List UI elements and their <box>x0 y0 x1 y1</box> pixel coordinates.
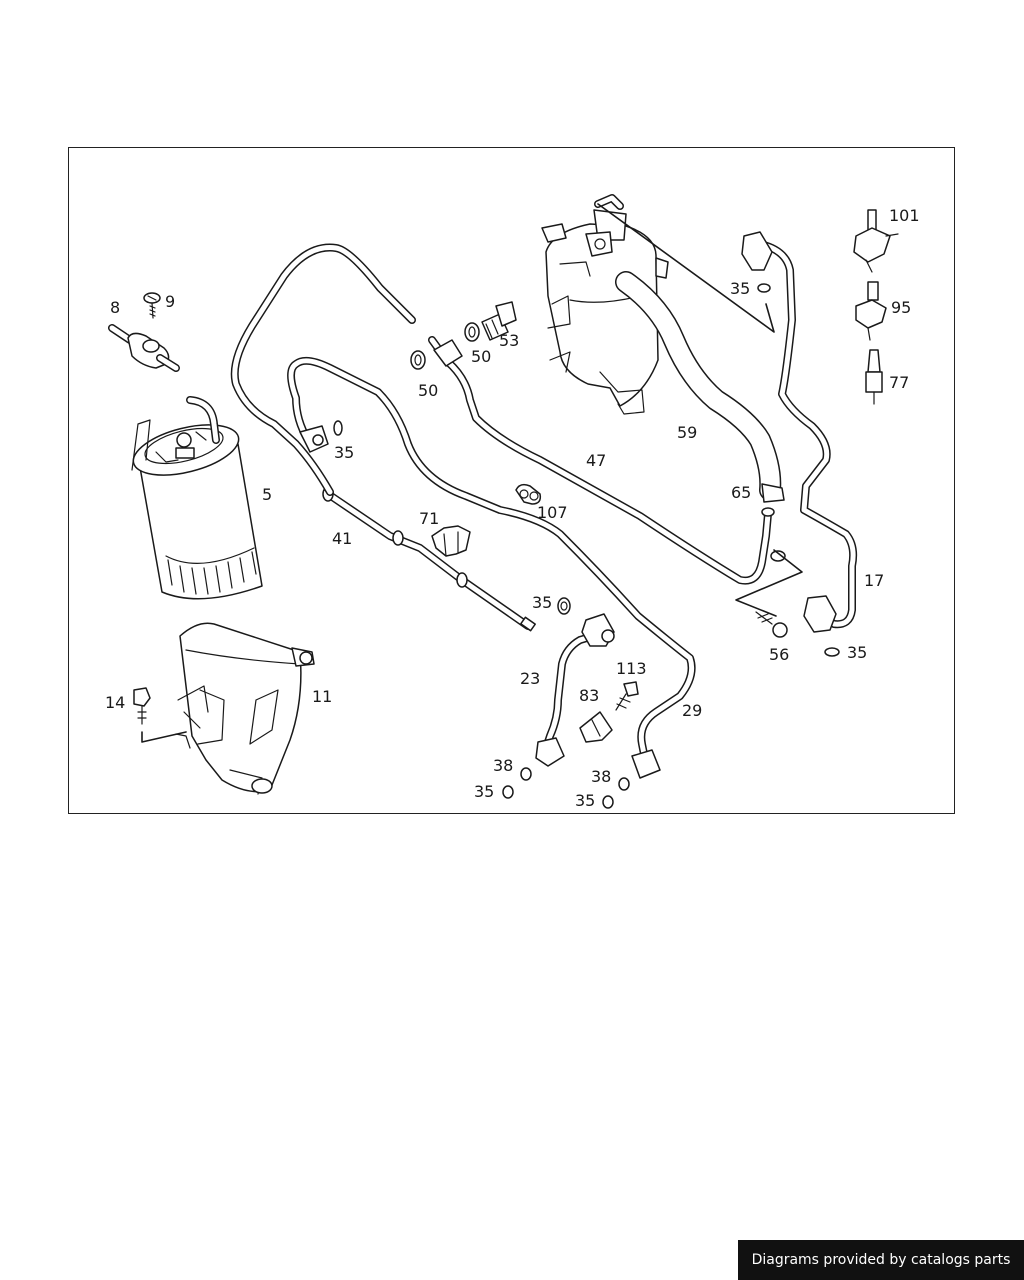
label-14: 14 <box>105 693 125 712</box>
label-35-e: 35 <box>474 782 494 801</box>
part-35-washer-c[interactable] <box>824 647 840 657</box>
label-47: 47 <box>586 451 606 470</box>
part-56-bolt[interactable] <box>755 611 788 638</box>
label-35-a: 35 <box>334 443 354 462</box>
part-53-banjo-bolt[interactable] <box>481 301 517 341</box>
part-38-washer-a[interactable] <box>520 767 532 781</box>
label-83: 83 <box>579 686 599 705</box>
part-107-clip[interactable] <box>515 483 542 505</box>
label-23: 23 <box>520 669 540 688</box>
part-35-washer-a[interactable] <box>333 420 343 436</box>
label-56: 56 <box>769 645 789 664</box>
part-47-fuel-line[interactable] <box>428 336 803 617</box>
label-50-a: 50 <box>418 381 438 400</box>
part-9-screw[interactable] <box>143 292 161 319</box>
part-14-bolt[interactable] <box>133 687 187 743</box>
callout-labels: 8 9 5 11 14 35 41 71 50 50 53 47 107 59 … <box>105 206 920 810</box>
part-5-fuel-filter[interactable] <box>128 396 263 600</box>
part-17-fuel-line[interactable] <box>741 231 858 633</box>
part-11-bracket[interactable] <box>175 622 315 795</box>
part-113-bolt[interactable] <box>615 681 639 711</box>
attribution-badge: Diagrams provided by catalogs parts <box>738 1240 1024 1280</box>
label-50-b: 50 <box>471 347 491 366</box>
label-29: 29 <box>682 701 702 720</box>
label-8: 8 <box>110 298 120 317</box>
leader-line-59 <box>597 203 775 333</box>
part-8-connector[interactable] <box>108 324 180 372</box>
part-23-fuel-line[interactable] <box>535 613 615 767</box>
label-9: 9 <box>165 292 175 311</box>
label-53: 53 <box>499 331 519 350</box>
part-83-clip[interactable] <box>579 711 613 743</box>
label-35-c: 35 <box>847 643 867 662</box>
part-50-washer-a[interactable] <box>410 350 426 370</box>
return-line-loop[interactable] <box>230 243 416 496</box>
label-77: 77 <box>889 373 909 392</box>
part-50-washer-b[interactable] <box>464 322 480 342</box>
label-95: 95 <box>891 298 911 317</box>
part-77-fitting[interactable] <box>865 349 883 405</box>
label-101: 101 <box>889 206 920 225</box>
label-71: 71 <box>419 509 439 528</box>
label-38-a: 38 <box>493 756 513 775</box>
label-35-d: 35 <box>532 593 552 612</box>
part-59-housing[interactable] <box>541 194 669 415</box>
label-11: 11 <box>312 687 332 706</box>
part-35-washer-d[interactable] <box>557 597 571 615</box>
label-35-b: 35 <box>730 279 750 298</box>
label-41: 41 <box>332 529 352 548</box>
part-95-fitting[interactable] <box>855 281 887 341</box>
part-38-washer-b[interactable] <box>618 777 630 791</box>
label-113: 113 <box>616 659 647 678</box>
part-29-fuel-line[interactable] <box>287 356 696 779</box>
part-35-washer-b[interactable] <box>757 283 771 293</box>
diagram-frame <box>68 147 955 814</box>
label-107: 107 <box>537 503 568 522</box>
part-65-hose[interactable] <box>615 271 785 503</box>
label-5: 5 <box>262 485 272 504</box>
label-65: 65 <box>731 483 751 502</box>
label-38-b: 38 <box>591 767 611 786</box>
part-71-clip[interactable] <box>431 525 471 557</box>
part-35-washer-e[interactable] <box>502 785 514 799</box>
part-101-fitting[interactable] <box>853 209 899 273</box>
label-17: 17 <box>864 571 884 590</box>
label-59: 59 <box>677 423 697 442</box>
part-35-washer-f[interactable] <box>602 795 614 809</box>
label-35-f: 35 <box>575 791 595 810</box>
